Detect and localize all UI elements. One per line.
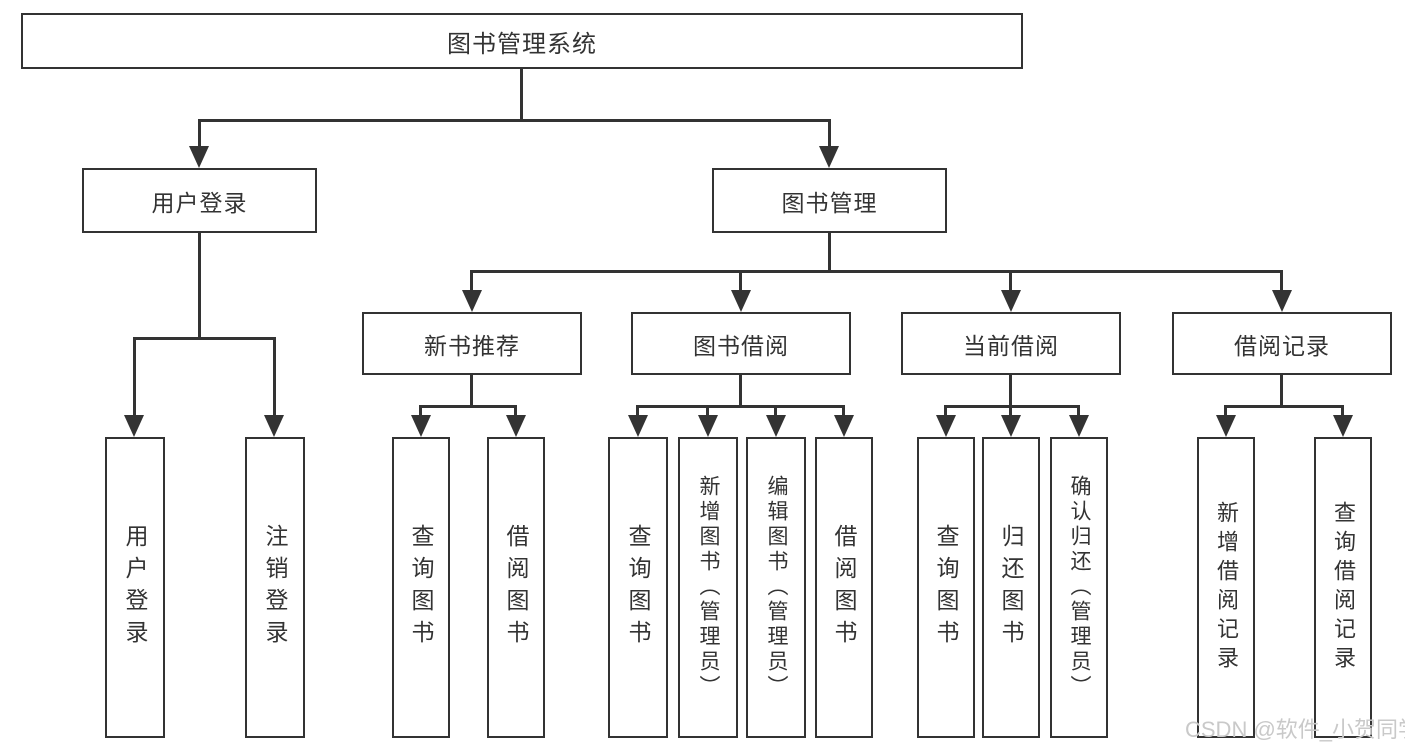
connector-user-login-stem <box>198 233 201 340</box>
leaf-return-books-label: 归还图书 <box>998 523 1024 652</box>
arrow-down-icon <box>936 415 956 437</box>
leaf-query-borrow-record-label: 查询借阅记录 <box>1331 500 1356 675</box>
leaf-edit-books-admin-label: 编辑图书（管理员） <box>765 475 788 700</box>
connector-stem-leaf <box>1009 405 1012 417</box>
connector-current-borrowing-stem <box>1009 375 1012 408</box>
node-root-label: 图书管理系统 <box>447 30 597 58</box>
leaf-query-borrow-record: 查询借阅记录 <box>1314 437 1372 738</box>
node-book-borrowing-label: 图书借阅 <box>693 332 789 359</box>
leaf-return-books: 归还图书 <box>982 437 1040 738</box>
connector-stem-borrowing-records <box>1280 270 1283 292</box>
connector-root-rail <box>198 119 831 122</box>
arrow-down-icon <box>819 146 839 168</box>
connector-stem-leaf <box>774 405 777 417</box>
leaf-add-borrow-record-label: 新增借阅记录 <box>1214 500 1239 675</box>
connector-book-borrowing-stem <box>739 375 742 408</box>
arrow-down-icon <box>124 415 144 437</box>
arrow-down-icon <box>834 415 854 437</box>
leaf-add-books-admin: 新增图书（管理员） <box>678 437 738 738</box>
leaf-query-books-borrowing-label: 查询图书 <box>625 523 651 652</box>
leaf-confirm-return-admin-label: 确认归还（管理员） <box>1068 475 1091 700</box>
arrow-down-icon <box>1001 415 1021 437</box>
connector-stem-new-book-recommend <box>470 270 473 292</box>
connector-stem-leaf <box>514 405 517 417</box>
node-book-management: 图书管理 <box>712 168 947 233</box>
connector-stem-leaf-user-login <box>133 337 136 417</box>
connector-stem-leaf <box>706 405 709 417</box>
node-current-borrowing: 当前借阅 <box>901 312 1121 375</box>
connector-book-management-rail <box>470 270 1283 273</box>
connector-stem-leaf <box>1341 405 1344 417</box>
leaf-edit-books-admin: 编辑图书（管理员） <box>746 437 806 738</box>
arrow-down-icon <box>766 415 786 437</box>
node-book-management-label: 图书管理 <box>781 189 878 216</box>
connector-new-book-recommend-stem <box>470 375 473 408</box>
connector-current-borrowing-rail <box>944 405 1080 408</box>
leaf-query-books-current-label: 查询图书 <box>933 523 959 652</box>
arrow-down-icon <box>1001 290 1021 312</box>
arrow-down-icon <box>1216 415 1236 437</box>
arrow-down-icon <box>1333 415 1353 437</box>
node-book-borrowing: 图书借阅 <box>631 312 851 375</box>
connector-book-borrowing-rail <box>636 405 845 408</box>
arrow-down-icon <box>462 290 482 312</box>
connector-root-stem <box>520 68 523 122</box>
leaf-borrow-books-recommend-label: 借阅图书 <box>503 523 529 652</box>
csdn-watermark: CSDN @软件_小贺同学 <box>1185 717 1405 742</box>
connector-stem-leaf <box>419 405 422 417</box>
arrow-down-icon <box>1069 415 1089 437</box>
arrow-down-icon <box>698 415 718 437</box>
leaf-query-books-recommend-label: 查询图书 <box>408 523 434 652</box>
connector-user-login-rail <box>133 337 276 340</box>
node-new-book-recommend: 新书推荐 <box>362 312 582 375</box>
connector-stem-leaf <box>1077 405 1080 417</box>
connector-stem-book-borrowing <box>739 270 742 292</box>
arrow-down-icon <box>189 146 209 168</box>
leaf-query-books-borrowing: 查询图书 <box>608 437 668 738</box>
leaf-logout: 注销登录 <box>245 437 305 738</box>
leaf-add-books-admin-label: 新增图书（管理员） <box>697 475 720 700</box>
connector-book-management-stem <box>828 233 831 273</box>
connector-stem-book-management <box>828 119 831 148</box>
connector-stem-leaf <box>944 405 947 417</box>
node-root: 图书管理系统 <box>21 13 1023 69</box>
arrow-down-icon <box>411 415 431 437</box>
node-borrowing-records-label: 借阅记录 <box>1234 332 1330 359</box>
node-user-login: 用户登录 <box>82 168 317 233</box>
connector-stem-current-borrowing <box>1009 270 1012 292</box>
arrow-down-icon <box>628 415 648 437</box>
connector-stem-leaf-logout <box>273 337 276 417</box>
connector-borrowing-records-rail <box>1224 405 1344 408</box>
node-new-book-recommend-label: 新书推荐 <box>424 332 520 359</box>
leaf-logout-label: 注销登录 <box>262 523 288 652</box>
connector-stem-leaf <box>636 405 639 417</box>
connector-stem-leaf <box>842 405 845 417</box>
arrow-down-icon <box>731 290 751 312</box>
arrow-down-icon <box>1272 290 1292 312</box>
connector-new-book-recommend-rail <box>419 405 517 408</box>
arrow-down-icon <box>506 415 526 437</box>
connector-stem-user-login <box>198 119 201 148</box>
leaf-add-borrow-record: 新增借阅记录 <box>1197 437 1255 738</box>
node-user-login-label: 用户登录 <box>151 189 248 216</box>
connector-stem-leaf <box>1224 405 1227 417</box>
leaf-borrow-books-borrowing: 借阅图书 <box>815 437 873 738</box>
arrow-down-icon <box>264 415 284 437</box>
node-borrowing-records: 借阅记录 <box>1172 312 1392 375</box>
connector-borrowing-records-stem <box>1280 375 1283 408</box>
leaf-user-login-label: 用户登录 <box>122 523 148 652</box>
node-current-borrowing-label: 当前借阅 <box>963 332 1059 359</box>
leaf-user-login: 用户登录 <box>105 437 165 738</box>
leaf-confirm-return-admin: 确认归还（管理员） <box>1050 437 1108 738</box>
leaf-query-books-recommend: 查询图书 <box>392 437 450 738</box>
leaf-borrow-books-recommend: 借阅图书 <box>487 437 545 738</box>
leaf-borrow-books-borrowing-label: 借阅图书 <box>831 523 857 652</box>
leaf-query-books-current: 查询图书 <box>917 437 975 738</box>
